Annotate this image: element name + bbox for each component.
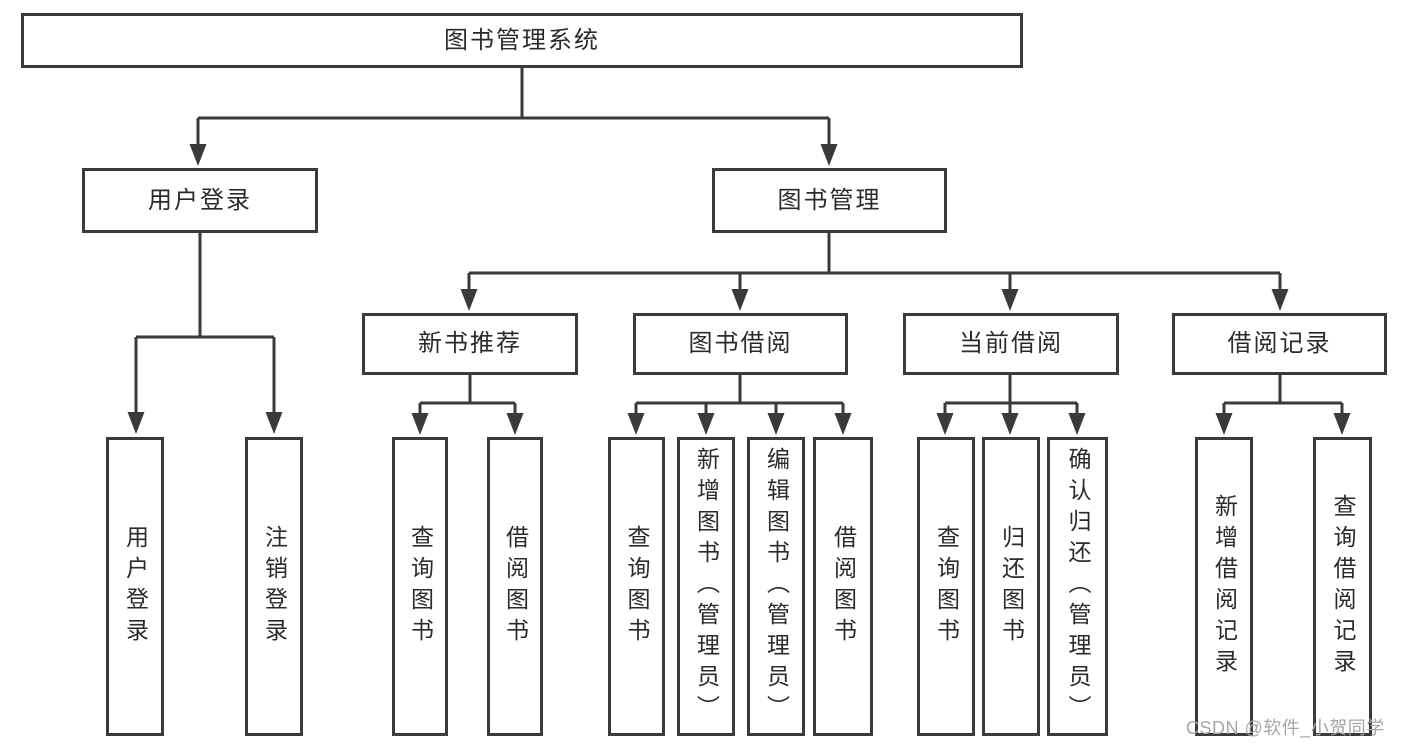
node-label: 注销登录 bbox=[261, 524, 288, 649]
node-label: 图书借阅 bbox=[688, 330, 793, 357]
node-library-management-system: 图书管理系统 bbox=[21, 13, 1023, 68]
node-current-borrowing: 当前借阅 bbox=[903, 313, 1119, 375]
node-label: 当前借阅 bbox=[959, 330, 1063, 357]
arrowhead bbox=[627, 413, 645, 435]
arrowhead bbox=[1068, 413, 1086, 435]
arrowhead bbox=[1001, 413, 1019, 435]
node-label: 确认归还（管理员） bbox=[1065, 447, 1091, 726]
node-label: 新增图书（管理员） bbox=[693, 447, 720, 726]
node-label: 用户登录 bbox=[148, 186, 252, 214]
node-label: 新书推荐 bbox=[418, 330, 522, 357]
node-return-books: 归还图书 bbox=[982, 437, 1040, 736]
node-label: 图书管理系统 bbox=[444, 26, 600, 54]
arrowhead bbox=[767, 413, 785, 435]
node-label: 查询图书 bbox=[624, 524, 650, 649]
node-label: 查询借阅记录 bbox=[1330, 493, 1356, 680]
arrowhead bbox=[697, 413, 715, 435]
arrowhead bbox=[189, 144, 207, 166]
node-label: 借阅记录 bbox=[1227, 330, 1332, 357]
node-edit-books-admin: 编辑图书（管理员） bbox=[747, 437, 805, 736]
node-label: 借阅图书 bbox=[830, 524, 857, 649]
watermark: CSDN @软件_小贺同学 bbox=[1186, 718, 1385, 738]
arrowhead bbox=[265, 412, 283, 434]
node-query-books-current: 查询图书 bbox=[917, 437, 975, 736]
node-book-management: 图书管理 bbox=[712, 168, 947, 233]
arrowhead bbox=[411, 413, 429, 435]
node-borrowing-records: 借阅记录 bbox=[1172, 313, 1387, 375]
arrowhead bbox=[127, 412, 145, 434]
node-user-login: 用户登录 bbox=[82, 168, 318, 233]
node-book-borrowing: 图书借阅 bbox=[633, 313, 848, 375]
arrowhead bbox=[820, 144, 838, 166]
node-confirm-return-admin: 确认归还（管理员） bbox=[1047, 437, 1108, 736]
arrowhead bbox=[1215, 413, 1233, 435]
node-borrow-books-recommend: 借阅图书 bbox=[487, 437, 543, 736]
node-add-borrow-record: 新增借阅记录 bbox=[1195, 437, 1253, 736]
node-user-login-leaf: 用户登录 bbox=[106, 437, 164, 736]
arrowhead bbox=[1271, 289, 1289, 311]
node-logout: 注销登录 bbox=[245, 437, 303, 736]
node-query-books-borrowing: 查询图书 bbox=[608, 437, 665, 736]
node-add-books-admin: 新增图书（管理员） bbox=[677, 437, 735, 736]
node-label: 归还图书 bbox=[998, 524, 1025, 649]
node-label: 图书管理 bbox=[777, 186, 882, 214]
node-label: 新增借阅记录 bbox=[1211, 493, 1238, 680]
node-query-books-recommend: 查询图书 bbox=[392, 437, 448, 736]
arrowhead bbox=[936, 413, 954, 435]
arrowhead bbox=[460, 289, 478, 311]
node-new-book-recommendation: 新书推荐 bbox=[362, 313, 578, 375]
node-label: 用户登录 bbox=[122, 524, 149, 649]
node-label: 编辑图书（管理员） bbox=[763, 447, 790, 726]
node-borrow-books-leaf: 借阅图书 bbox=[813, 437, 873, 736]
arrowhead bbox=[1001, 289, 1019, 311]
node-label: 查询图书 bbox=[407, 524, 434, 649]
node-query-borrow-record: 查询借阅记录 bbox=[1313, 437, 1372, 736]
arrowhead bbox=[506, 413, 524, 435]
arrowhead bbox=[1333, 413, 1351, 435]
arrowhead bbox=[731, 289, 749, 311]
node-label: 借阅图书 bbox=[502, 524, 529, 649]
node-label: 查询图书 bbox=[933, 524, 960, 649]
arrowhead bbox=[834, 413, 852, 435]
